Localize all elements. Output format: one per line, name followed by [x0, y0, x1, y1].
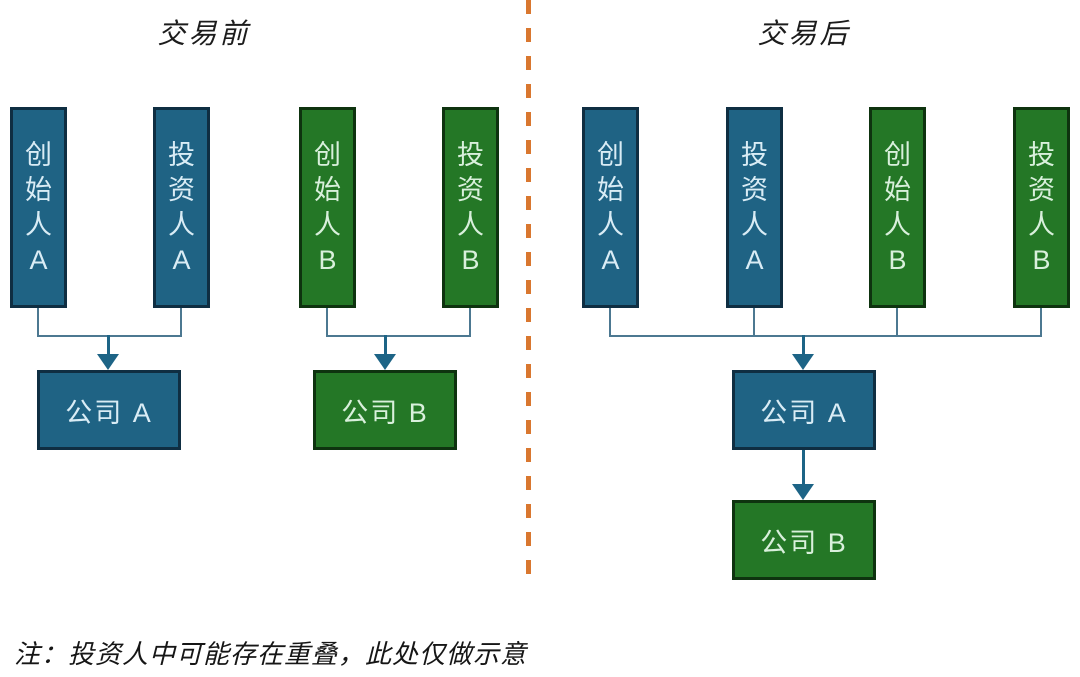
box-label: 公司 A: [65, 397, 153, 428]
box-investor-a-after: 投资人 A: [726, 107, 783, 308]
footnote: 注：投资人中可能存在重叠，此处仅做示意: [14, 639, 528, 669]
box-founder-b-after: 创始人 B: [869, 107, 926, 308]
connector-line: [326, 308, 328, 337]
box-company-a-before: 公司 A: [37, 370, 181, 450]
connector-line: [753, 308, 755, 337]
box-founder-a-after: 创始人 A: [582, 107, 639, 308]
box-company-b-after: 公司 B: [732, 500, 876, 580]
arrow-down-icon: [374, 354, 396, 370]
box-investor-b-after: 投资人 B: [1013, 107, 1070, 308]
arrow-shaft: [802, 335, 805, 356]
box-label: 投资人 B: [457, 139, 484, 275]
connector-line: [326, 335, 471, 337]
connector-line: [609, 335, 1042, 337]
arrow-shaft: [802, 450, 805, 486]
box-label: 公司 B: [341, 397, 429, 428]
box-founder-b-before: 创始人 B: [299, 107, 356, 308]
arrow-down-icon: [792, 354, 814, 370]
box-label: 公司 B: [760, 527, 848, 558]
connector-line: [469, 308, 471, 337]
before-transaction-title: 交易前: [157, 18, 251, 49]
box-label: 投资人 A: [168, 139, 195, 275]
box-investor-b-before: 投资人 B: [442, 107, 499, 308]
box-label: 公司 A: [760, 397, 848, 428]
box-label: 投资人 B: [1028, 139, 1055, 275]
box-label: 创始人 A: [597, 139, 624, 275]
connector-line: [1040, 308, 1042, 337]
arrow-down-icon: [792, 484, 814, 500]
box-label: 创始人 B: [314, 139, 341, 275]
connector-line: [609, 308, 611, 337]
arrow-shaft: [107, 335, 110, 356]
connector-line: [37, 308, 39, 337]
box-company-b-before: 公司 B: [313, 370, 457, 450]
box-label: 创始人 A: [25, 139, 52, 275]
after-transaction-title: 交易后: [757, 18, 851, 49]
connector-line: [180, 308, 182, 337]
connector-line: [896, 308, 898, 337]
arrow-shaft: [384, 335, 387, 356]
box-founder-a-before: 创始人 A: [10, 107, 67, 308]
divider-dashed-line: [526, 0, 531, 578]
box-label: 投资人 A: [741, 139, 768, 275]
box-company-a-after: 公司 A: [732, 370, 876, 450]
arrow-down-icon: [97, 354, 119, 370]
box-investor-a-before: 投资人 A: [153, 107, 210, 308]
box-label: 创始人 B: [884, 139, 911, 275]
